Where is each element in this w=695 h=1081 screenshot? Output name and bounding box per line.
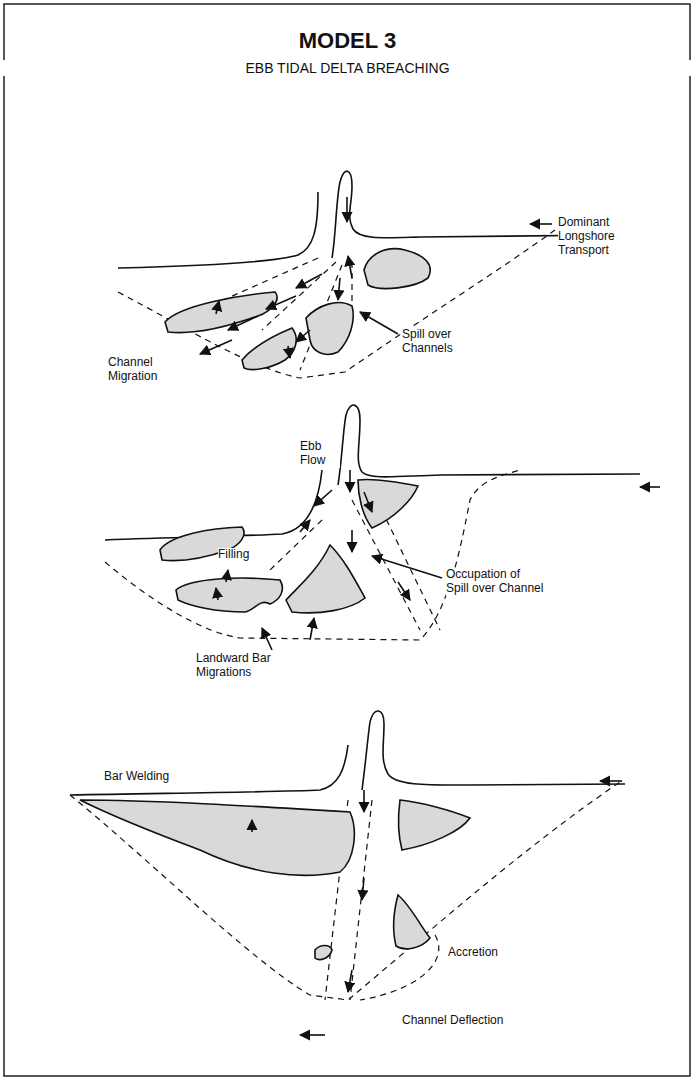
- callout-label: Landward Bar Migrations: [196, 652, 306, 680]
- diagram-title: MODEL 3: [0, 28, 695, 53]
- callout-label: Occupation of Spill over Channel: [446, 568, 546, 596]
- callout-label: Ebb Flow: [300, 440, 340, 468]
- frame: [4, 4, 690, 1076]
- panel-1: [118, 171, 615, 378]
- panel-3: [70, 711, 625, 1035]
- panel-2: [105, 405, 660, 650]
- callout-label: Spill over Channels: [402, 328, 482, 356]
- callout-label: Dominant Longshore Transport: [558, 216, 638, 257]
- subtitle: EBB TIDAL DELTA BREACHING: [0, 60, 695, 76]
- callout-label: Channel Migration: [108, 356, 188, 384]
- callout-label: Filling: [218, 548, 249, 562]
- callout-label: Bar Welding: [104, 770, 169, 784]
- callout-label: Channel Deflection: [402, 1014, 503, 1028]
- callout-label: Accretion: [448, 946, 498, 960]
